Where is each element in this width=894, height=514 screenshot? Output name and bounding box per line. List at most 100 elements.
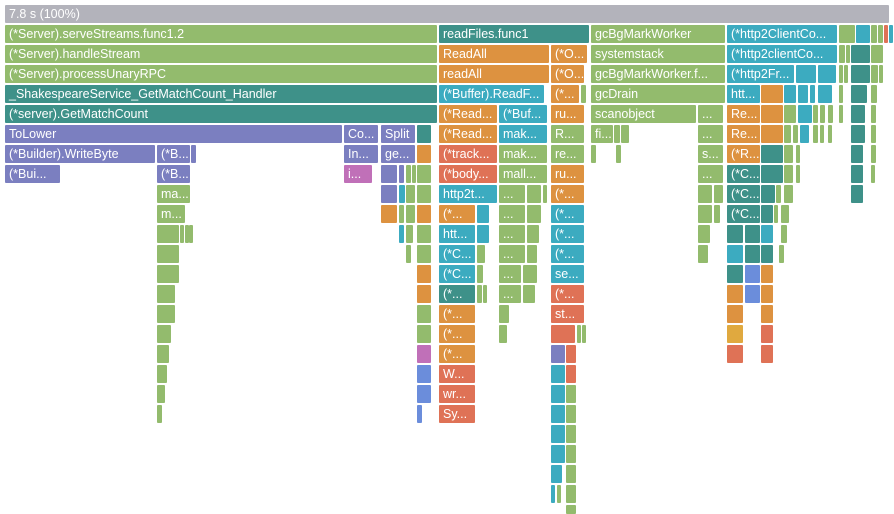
- frame-unlabeled[interactable]: [879, 65, 883, 83]
- frame-unlabeled[interactable]: [417, 145, 431, 163]
- frame-unlabeled[interactable]: [406, 165, 411, 183]
- frame-unlabeled[interactable]: [551, 365, 565, 383]
- frame-unlabeled[interactable]: [698, 245, 708, 263]
- frame-unlabeled[interactable]: [157, 285, 175, 303]
- frame-read[interactable]: (*Read...: [439, 125, 497, 143]
- frame-unlabeled[interactable]: [543, 185, 547, 203]
- frame-re[interactable]: Re...: [727, 105, 760, 123]
- frame-unlabeled[interactable]: [157, 265, 179, 283]
- frame-unlabeled[interactable]: [417, 405, 422, 423]
- frame-readfiles-func1[interactable]: readFiles.func1: [439, 25, 589, 43]
- frame-server-getmatchcount[interactable]: (*server).GetMatchCount: [5, 105, 437, 123]
- frame-http2clientco[interactable]: (*http2ClientCo...: [727, 25, 837, 43]
- frame-unlabeled[interactable]: [582, 325, 586, 343]
- frame-systemstack[interactable]: systemstack: [591, 45, 725, 63]
- frame-server-processunaryrpc[interactable]: (*Server).processUnaryRPC: [5, 65, 437, 83]
- frame-unlabeled[interactable]: [566, 405, 576, 423]
- frame-unlabeled[interactable]: [189, 225, 193, 243]
- frame-buffer-readf[interactable]: (*Buffer).ReadF...: [439, 85, 544, 103]
- frame-unlabeled[interactable]: [477, 205, 489, 223]
- frame-unlabeled[interactable]: [566, 445, 576, 463]
- frame-unlabeled[interactable]: [417, 185, 431, 203]
- frame-mak[interactable]: mak...: [499, 125, 547, 143]
- frame-unlabeled[interactable]: [581, 85, 586, 103]
- frame-unlabeled[interactable]: [566, 505, 576, 514]
- frame-unlabeled[interactable]: [761, 325, 773, 343]
- frame-unlabeled[interactable]: [784, 185, 793, 203]
- frame-r[interactable]: (*R...: [727, 145, 760, 163]
- frame-unlabeled[interactable]: [551, 345, 565, 363]
- frame-unlabeled[interactable]: [727, 325, 743, 343]
- frame-unlabeled[interactable]: [745, 285, 760, 303]
- frame-unlabeled[interactable]: [796, 165, 800, 183]
- frame-unlabeled[interactable]: [839, 45, 845, 63]
- frame-unlabeled[interactable]: [417, 225, 431, 243]
- frame-unlabeled[interactable]: [417, 345, 431, 363]
- frame-[interactable]: (*...: [551, 285, 584, 303]
- frame-unlabeled[interactable]: [761, 185, 775, 203]
- frame-unlabeled[interactable]: [798, 105, 812, 123]
- frame-unlabeled[interactable]: [157, 365, 167, 383]
- frame-unlabeled[interactable]: [523, 265, 537, 283]
- frame-unlabeled[interactable]: [185, 225, 189, 243]
- frame-unlabeled[interactable]: [761, 205, 773, 223]
- frame-unlabeled[interactable]: [477, 245, 485, 263]
- frame-unlabeled[interactable]: [745, 225, 760, 243]
- frame-c[interactable]: (*C...: [727, 205, 760, 223]
- frame-unlabeled[interactable]: [761, 265, 773, 283]
- frame-unlabeled[interactable]: [761, 125, 783, 143]
- frame-unlabeled[interactable]: [818, 85, 832, 103]
- frame-unlabeled[interactable]: [566, 385, 576, 403]
- frame-http2fr[interactable]: (*http2Fr...: [727, 65, 794, 83]
- frame-read[interactable]: (*Read...: [439, 105, 497, 123]
- frame-unlabeled[interactable]: [557, 485, 561, 503]
- frame-unlabeled[interactable]: [761, 285, 773, 303]
- frame-unlabeled[interactable]: [157, 305, 175, 323]
- frame-[interactable]: ...: [499, 205, 525, 223]
- frame-unlabeled[interactable]: [800, 125, 809, 143]
- frame-unlabeled[interactable]: [871, 145, 876, 163]
- frame-[interactable]: (*...: [551, 205, 584, 223]
- frame-unlabeled[interactable]: [851, 145, 863, 163]
- frame-unlabeled[interactable]: [477, 265, 483, 283]
- frame-[interactable]: (*...: [551, 85, 579, 103]
- frame-unlabeled[interactable]: [761, 105, 783, 123]
- frame-unlabeled[interactable]: [180, 225, 184, 243]
- frame-[interactable]: (*...: [551, 245, 584, 263]
- frame-fi[interactable]: fi...: [591, 125, 613, 143]
- frame-unlabeled[interactable]: [839, 65, 843, 83]
- frame-shakespeareservice-getmatchcount-handler[interactable]: _ShakespeareService_GetMatchCount_Handle…: [5, 85, 437, 103]
- frame-unlabeled[interactable]: [527, 185, 541, 203]
- frame-c[interactable]: (*C...: [727, 165, 760, 183]
- frame-[interactable]: ...: [499, 265, 521, 283]
- frame-scanobject[interactable]: scanobject: [591, 105, 696, 123]
- frame-unlabeled[interactable]: [813, 105, 818, 123]
- frame-unlabeled[interactable]: [406, 245, 411, 263]
- frame-[interactable]: (*...: [439, 205, 475, 223]
- frame-ma[interactable]: ma...: [157, 185, 190, 203]
- frame-unlabeled[interactable]: [851, 185, 863, 203]
- frame-[interactable]: (*...: [439, 325, 475, 343]
- frame-in[interactable]: In...: [344, 145, 378, 163]
- frame-unlabeled[interactable]: [551, 425, 565, 443]
- frame-unlabeled[interactable]: [417, 205, 431, 223]
- frame-unlabeled[interactable]: [406, 185, 415, 203]
- frame-m[interactable]: m...: [157, 205, 185, 223]
- frame-o[interactable]: (*O...: [551, 65, 584, 83]
- frame-[interactable]: ...: [499, 285, 521, 303]
- frame-unlabeled[interactable]: [856, 25, 870, 43]
- frame-unlabeled[interactable]: [527, 225, 539, 243]
- frame-htt[interactable]: htt...: [439, 225, 475, 243]
- frame-unlabeled[interactable]: [727, 245, 743, 263]
- frame-unlabeled[interactable]: [399, 165, 404, 183]
- frame-unlabeled[interactable]: [889, 25, 893, 43]
- frame-unlabeled[interactable]: [810, 85, 815, 103]
- frame-w[interactable]: W...: [439, 365, 475, 383]
- frame-unlabeled[interactable]: [477, 225, 489, 243]
- frame-unlabeled[interactable]: [399, 225, 404, 243]
- frame-unlabeled[interactable]: [796, 145, 800, 163]
- frame-unlabeled[interactable]: [381, 165, 397, 183]
- frame-unlabeled[interactable]: [698, 185, 712, 203]
- frame-unlabeled[interactable]: [781, 225, 787, 243]
- frame-i[interactable]: i...: [344, 165, 372, 183]
